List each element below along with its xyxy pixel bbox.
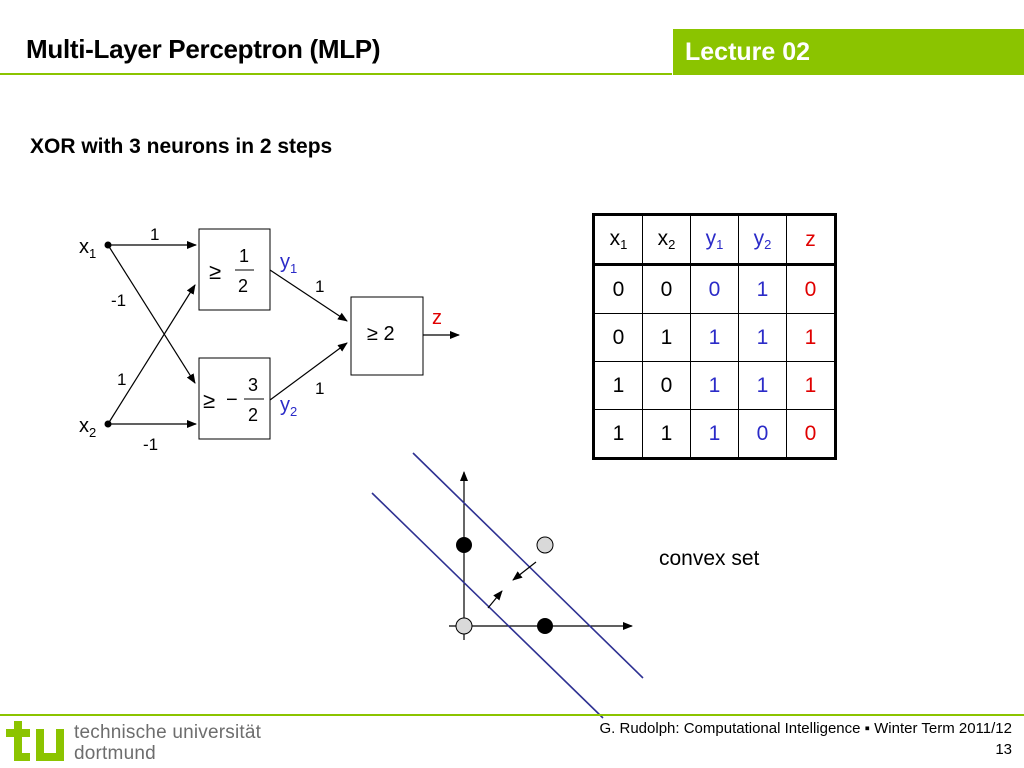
point-1-1	[536, 536, 554, 554]
table-row: 0 1 1 1 1	[593, 313, 836, 362]
table-row: 1 0 1 1 1	[593, 361, 836, 410]
input-label-x2: x2	[79, 415, 96, 440]
edge-n1-z	[269, 269, 348, 322]
header-divider	[0, 73, 672, 75]
table-header-cell: x1	[593, 214, 643, 266]
table-header-row: x1 x2 y1 y2 z	[593, 214, 836, 266]
neuron-2-numerator: 3	[248, 375, 258, 395]
output-label-y2: y2	[280, 394, 297, 419]
edge-n2-z	[269, 342, 348, 401]
table-cell: 1	[690, 361, 739, 410]
table-cell: 1	[593, 361, 643, 410]
table-header-cell: z	[786, 214, 836, 266]
table-cell: 1	[642, 313, 691, 362]
table-cell: 1	[593, 409, 643, 459]
table-header-cell: x2	[642, 214, 691, 266]
slide-title: Multi-Layer Perceptron (MLP)	[26, 34, 381, 64]
table-cell: 0	[690, 264, 739, 314]
neuron-1-symbol: ≥	[209, 259, 221, 284]
weight-x2-n1: 1	[117, 370, 126, 389]
point-1-0	[537, 618, 553, 634]
table-cell: 1	[786, 361, 836, 410]
tu-logo	[6, 721, 64, 761]
university-name-line1: technische universität	[74, 722, 262, 743]
neuron-3	[350, 296, 424, 376]
table-cell: 0	[593, 264, 643, 314]
table-cell: 1	[738, 361, 787, 410]
output-label-z: z	[432, 307, 442, 329]
table-header-cell: y1	[690, 214, 739, 266]
neuron-2-symbol: ≥	[203, 388, 215, 413]
table-cell: 0	[642, 361, 691, 410]
table-cell: 0	[642, 264, 691, 314]
weight-x1-n2: -1	[111, 291, 126, 310]
footer-divider	[0, 714, 1024, 716]
slide-subtitle: XOR with 3 neurons in 2 steps	[30, 135, 333, 158]
neuron-1	[198, 228, 271, 311]
point-0-1	[456, 537, 472, 553]
normal-arrow-upper	[512, 561, 537, 581]
footer-credit: G. Rudolph: Computational Intelligence ▪…	[599, 720, 1013, 737]
table-cell: 0	[738, 409, 787, 459]
page-number: 13	[995, 741, 1012, 758]
table-cell: 1	[738, 313, 787, 362]
table-cell: 1	[786, 313, 836, 362]
weight-y1-z: 1	[315, 277, 324, 296]
table-cell: 0	[786, 264, 836, 314]
neuron-2-denominator: 2	[248, 405, 258, 425]
edge-x1-n2	[107, 244, 196, 384]
table-cell: 1	[642, 409, 691, 459]
table-cell: 1	[690, 409, 739, 459]
weight-y2-z: 1	[315, 379, 324, 398]
neuron-1-numerator: 1	[239, 246, 249, 266]
output-label-y1: y1	[280, 251, 297, 276]
separating-line-upper	[412, 452, 644, 679]
table-cell: 1	[690, 313, 739, 362]
separating-line-lower	[371, 492, 604, 719]
table-cell: 1	[738, 264, 787, 314]
neuron-3-label: ≥ 2	[367, 323, 395, 345]
university-name-line2: dortmund	[74, 743, 156, 764]
weight-x2-n2: -1	[143, 435, 158, 454]
truth-table: x1 x2 y1 y2 z 0 0 0 1 0 0 1 1 1 1 1 0 1 …	[592, 213, 837, 460]
weight-x1-n1: 1	[150, 225, 159, 244]
edge-x2-n1	[107, 284, 196, 425]
convex-set-label: convex set	[659, 547, 760, 570]
table-cell: 0	[593, 313, 643, 362]
lecture-label: Lecture 02	[685, 38, 811, 66]
neuron-1-denominator: 2	[238, 276, 248, 296]
normal-arrow-lower	[487, 590, 503, 609]
point-0-0	[455, 617, 473, 635]
neuron-2-sign: −	[226, 389, 238, 411]
input-label-x1: x1	[79, 236, 96, 261]
table-row: 0 0 0 1 0	[593, 264, 836, 314]
table-header-cell: y2	[738, 214, 787, 266]
table-cell: 0	[786, 409, 836, 459]
lecture-badge: Lecture 02	[673, 29, 1024, 75]
table-row: 1 1 1 0 0	[593, 409, 836, 459]
